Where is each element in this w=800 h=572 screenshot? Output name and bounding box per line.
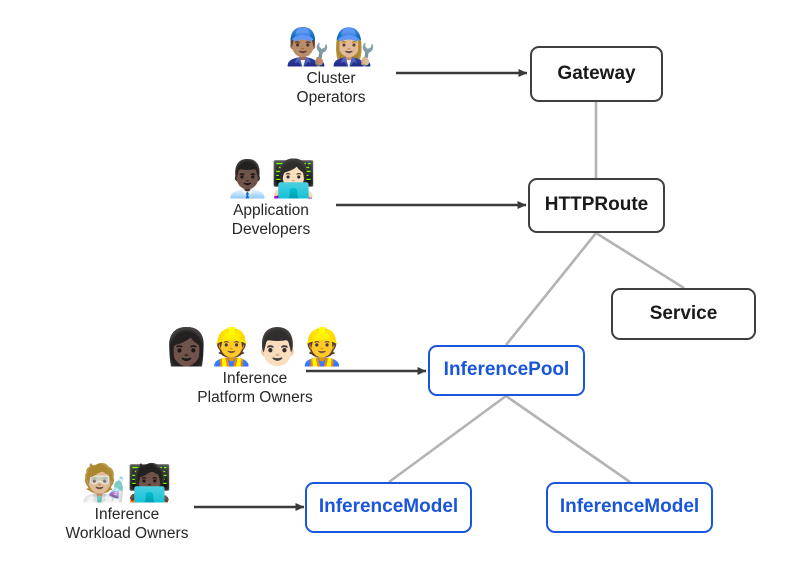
node-gateway-label: Gateway xyxy=(557,62,636,84)
edge-inferencepool-inferencemodel-1 xyxy=(388,394,507,484)
node-inferencemodel-2[interactable]: InferenceModel xyxy=(546,482,713,533)
node-inferencemodel-1-label: InferenceModel xyxy=(318,496,459,518)
node-httproute-label: HTTPRoute xyxy=(544,194,649,216)
man-mechanic-icon woman-mechanic-icon: 👨🏽‍🔧👩🏼‍🔧 xyxy=(285,27,377,68)
node-service-label: Service xyxy=(649,302,718,324)
node-inferencemodel-1[interactable]: InferenceModel xyxy=(305,482,472,533)
node-service[interactable]: Service xyxy=(611,288,756,340)
persona-cluster-operators: 👨🏽‍🔧👩🏼‍🔧 Cluster Operators xyxy=(256,30,406,108)
edge-httproute-inferencepool xyxy=(504,232,598,346)
persona-label-application-developers: Application Developers xyxy=(231,202,311,239)
persona-application-developers: 👨🏿‍💼👩🏻‍💻 Application Developers xyxy=(196,162,346,240)
woman-construction-worker-icon man-construction-worker-icon: 👩🏿‍👷👨🏻‍👷 xyxy=(164,327,346,368)
node-httproute[interactable]: HTTPRoute xyxy=(528,178,665,233)
edge-inferencepool-inferencemodel-2 xyxy=(505,394,631,484)
man-office-worker-icon woman-technologist-icon: 👨🏿‍💼👩🏻‍💻 xyxy=(225,159,317,200)
edge-httproute-service xyxy=(595,231,685,290)
node-gateway[interactable]: Gateway xyxy=(530,46,663,102)
persona-label-inference-workload-owners: Inference Workload Owners xyxy=(65,506,189,543)
persona-inference-workload-owners: 🧑🏼‍🔬🧑🏿‍💻 Inference Workload Owners xyxy=(42,466,212,544)
node-inferencepool-label: InferencePool xyxy=(443,359,570,381)
node-inferencepool[interactable]: InferencePool xyxy=(428,345,585,396)
persona-inference-platform-owners: 👩🏿‍👷👨🏻‍👷 Inference Platform Owners xyxy=(164,330,344,408)
persona-label-inference-platform-owners: Inference Platform Owners xyxy=(197,370,313,407)
persona-label-cluster-operators: Cluster Operators xyxy=(296,70,366,107)
scientist-icon technologist-icon: 🧑🏼‍🔬🧑🏿‍💻 xyxy=(81,463,173,504)
node-inferencemodel-2-label: InferenceModel xyxy=(559,496,700,518)
